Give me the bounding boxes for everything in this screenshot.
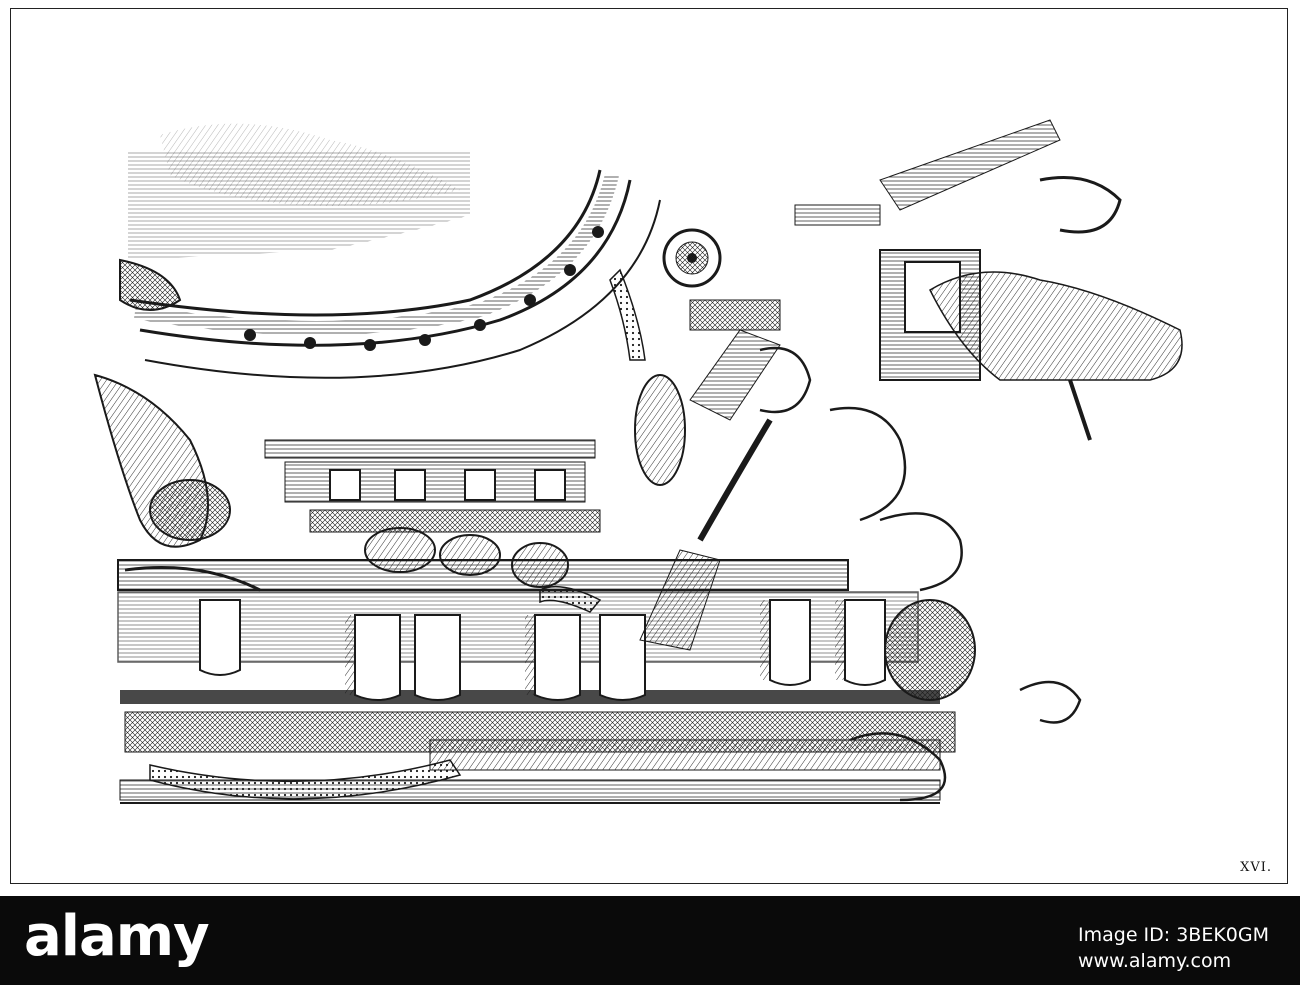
sky-hatching [128, 123, 470, 260]
watermark-footer: alamy Image ID: 3BEK0GM www.alamy.com [0, 896, 1300, 985]
rosette-medallion [662, 228, 722, 288]
site-url: www.alamy.com [1078, 950, 1232, 972]
image-id-label: Image ID: 3BEK0GM [1078, 924, 1270, 946]
diagonal-frame-band [639, 299, 781, 651]
brand-logo: alamy [24, 904, 210, 969]
right-scroll-ornament [697, 346, 1082, 802]
arch-rosettes [244, 226, 604, 351]
engraving-illustration [93, 119, 1183, 804]
stepped-cornice [264, 439, 601, 533]
left-acanthus-ornament [93, 258, 261, 592]
plate-number: XVI. [1240, 860, 1272, 875]
corbels [199, 599, 886, 701]
detail-fragment [794, 119, 1183, 441]
putti-figures [149, 374, 976, 701]
corbel-shading [345, 600, 845, 695]
fruit-garlands [149, 268, 646, 800]
